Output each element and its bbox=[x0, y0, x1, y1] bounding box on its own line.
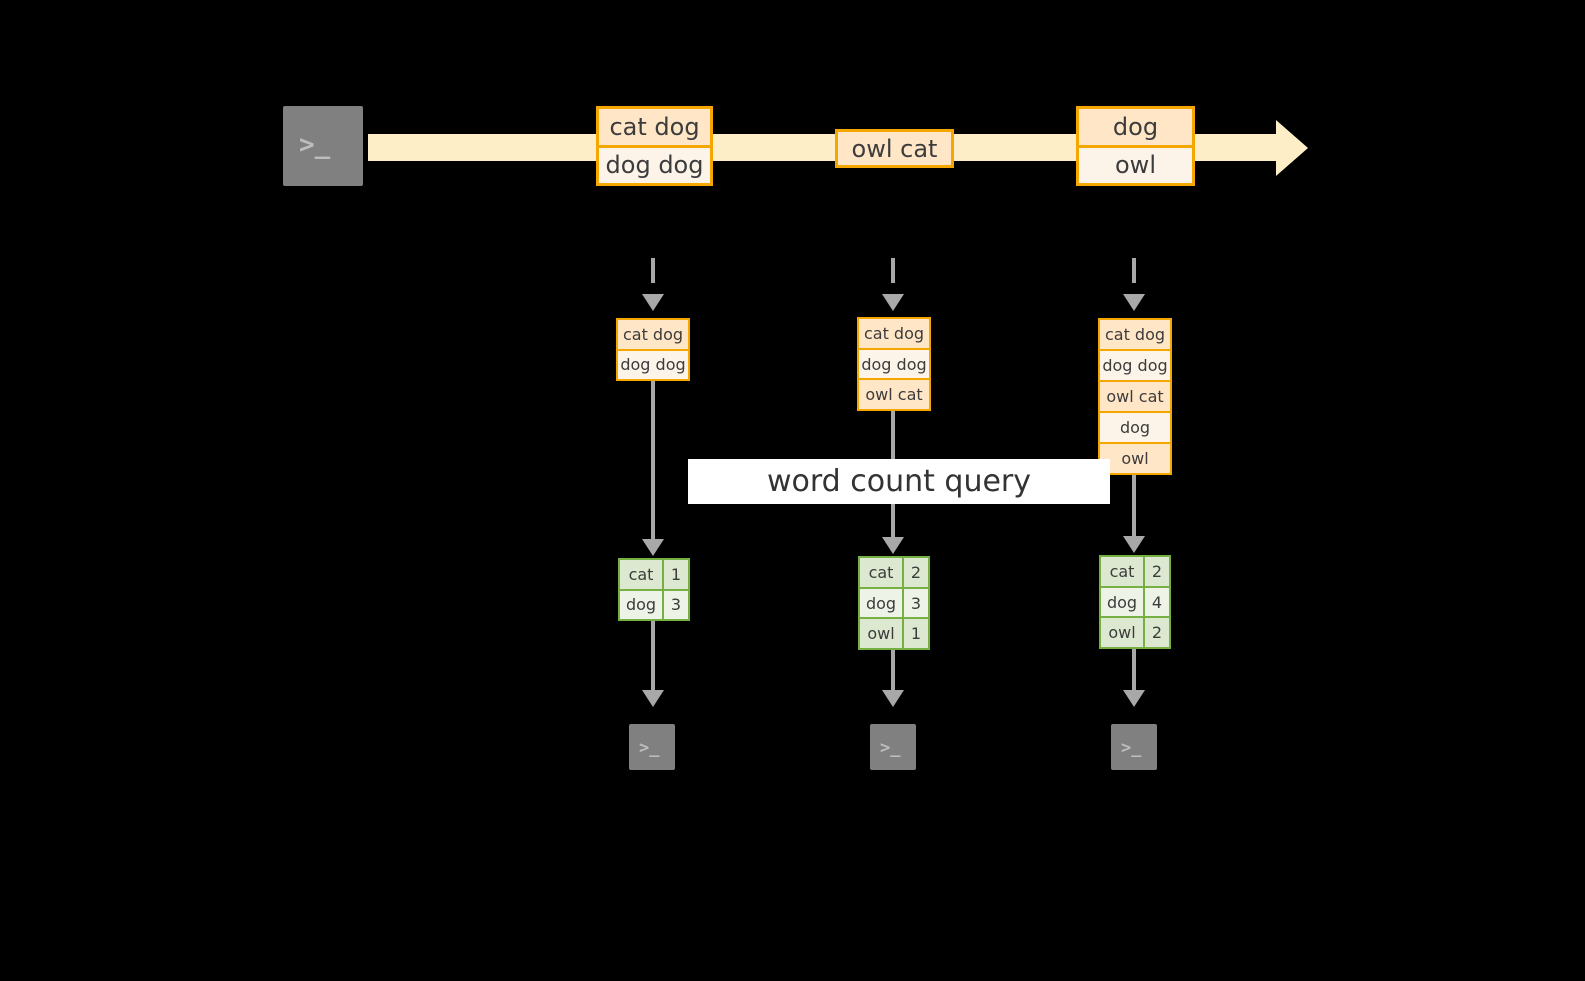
snapshot-input-line: dog dog bbox=[618, 348, 688, 379]
snapshot-input-line: cat dog bbox=[859, 319, 929, 348]
stream-arrow-head bbox=[1276, 120, 1308, 176]
snapshot-input-line: cat dog bbox=[1100, 320, 1170, 349]
result-count: 4 bbox=[1145, 587, 1169, 617]
snapshot-3-sink-terminal-icon: >_ bbox=[1103, 716, 1165, 778]
snapshot-input-line: owl bbox=[1100, 442, 1170, 473]
snapshot-1-feed-arrowhead bbox=[642, 294, 664, 311]
word-count-query-banner: word count query bbox=[688, 459, 1110, 504]
snapshot-1-query-line bbox=[651, 381, 655, 546]
stream-event-line: owl cat bbox=[838, 132, 951, 165]
snapshot-2-sink-terminal-icon: >_ bbox=[862, 716, 924, 778]
snapshot-2-sink-line bbox=[891, 650, 895, 693]
table-row: dog 3 bbox=[860, 586, 928, 618]
snapshot-1-feed-line bbox=[651, 258, 655, 300]
snapshot-3-sink-line bbox=[1132, 649, 1136, 693]
result-word: cat bbox=[860, 558, 904, 587]
stream-event-3: dog owl bbox=[1076, 106, 1195, 186]
table-row: dog 3 bbox=[620, 588, 688, 619]
snapshot-2-input-stack: cat dog dog dog owl cat bbox=[857, 317, 931, 411]
result-word: owl bbox=[1101, 618, 1145, 648]
snapshot-2-sink-arrowhead bbox=[882, 690, 904, 707]
snapshot-3-result-table: cat 2 dog 4 owl 2 bbox=[1099, 555, 1171, 649]
snapshot-2-feed-arrowhead bbox=[882, 294, 904, 311]
snapshot-1-input-stack: cat dog dog dog bbox=[616, 318, 690, 381]
stream-event-2: owl cat bbox=[835, 129, 954, 168]
stream-event-line: dog dog bbox=[599, 144, 710, 183]
result-count: 2 bbox=[1145, 618, 1169, 648]
snapshot-2-feed-line bbox=[891, 258, 895, 300]
table-row: owl 2 bbox=[1101, 616, 1169, 648]
table-row: cat 2 bbox=[1101, 557, 1169, 586]
terminal-prompt-glyph: >_ bbox=[639, 738, 660, 758]
result-word: cat bbox=[620, 560, 664, 589]
snapshot-1-query-arrowhead bbox=[642, 539, 664, 556]
table-row: dog 4 bbox=[1101, 585, 1169, 617]
result-count: 1 bbox=[904, 619, 928, 649]
stream-event-line: cat dog bbox=[599, 109, 710, 145]
terminal-prompt-glyph: >_ bbox=[1121, 738, 1142, 758]
snapshot-input-line: dog bbox=[1100, 411, 1170, 442]
snapshot-1-result-table: cat 1 dog 3 bbox=[618, 558, 690, 621]
table-row: owl 1 bbox=[860, 617, 928, 649]
result-word: owl bbox=[860, 619, 904, 649]
snapshot-input-line: dog dog bbox=[1100, 349, 1170, 380]
snapshot-input-line: owl cat bbox=[1100, 380, 1170, 411]
stream-event-line: dog bbox=[1079, 109, 1192, 145]
snapshot-3-feed-line bbox=[1132, 258, 1136, 300]
snapshot-input-line: owl cat bbox=[859, 378, 929, 410]
result-word: dog bbox=[1101, 587, 1145, 617]
snapshot-3-feed-arrowhead bbox=[1123, 294, 1145, 311]
result-word: dog bbox=[620, 590, 664, 619]
stream-event-1: cat dog dog dog bbox=[596, 106, 713, 186]
snapshot-3-query-line bbox=[1132, 475, 1136, 543]
snapshot-1-sink-arrowhead bbox=[642, 690, 664, 707]
snapshot-3-input-stack: cat dog dog dog owl cat dog owl bbox=[1098, 318, 1172, 475]
result-count: 2 bbox=[904, 558, 928, 587]
stream-event-line: owl bbox=[1079, 144, 1192, 183]
source-terminal-icon: >_ bbox=[275, 98, 371, 194]
snapshot-3-query-arrowhead bbox=[1123, 536, 1145, 553]
terminal-body bbox=[870, 724, 916, 770]
snapshot-3-sink-arrowhead bbox=[1123, 690, 1145, 707]
terminal-body bbox=[283, 106, 363, 186]
terminal-body bbox=[629, 724, 675, 770]
result-count: 3 bbox=[904, 588, 928, 618]
result-count: 1 bbox=[664, 560, 688, 589]
terminal-prompt-glyph: >_ bbox=[299, 130, 331, 160]
result-count: 3 bbox=[664, 590, 688, 619]
snapshot-2-query-arrowhead bbox=[882, 537, 904, 554]
table-row: cat 2 bbox=[860, 558, 928, 587]
result-word: dog bbox=[860, 588, 904, 618]
result-count: 2 bbox=[1145, 557, 1169, 586]
snapshot-2-result-table: cat 2 dog 3 owl 1 bbox=[858, 556, 930, 650]
snapshot-1-sink-line bbox=[651, 621, 655, 693]
snapshot-input-line: dog dog bbox=[859, 347, 929, 379]
snapshot-1-sink-terminal-icon: >_ bbox=[621, 716, 683, 778]
terminal-prompt-glyph: >_ bbox=[880, 738, 901, 758]
table-row: cat 1 bbox=[620, 560, 688, 589]
result-word: cat bbox=[1101, 557, 1145, 586]
snapshot-input-line: cat dog bbox=[618, 320, 688, 349]
terminal-body bbox=[1111, 724, 1157, 770]
